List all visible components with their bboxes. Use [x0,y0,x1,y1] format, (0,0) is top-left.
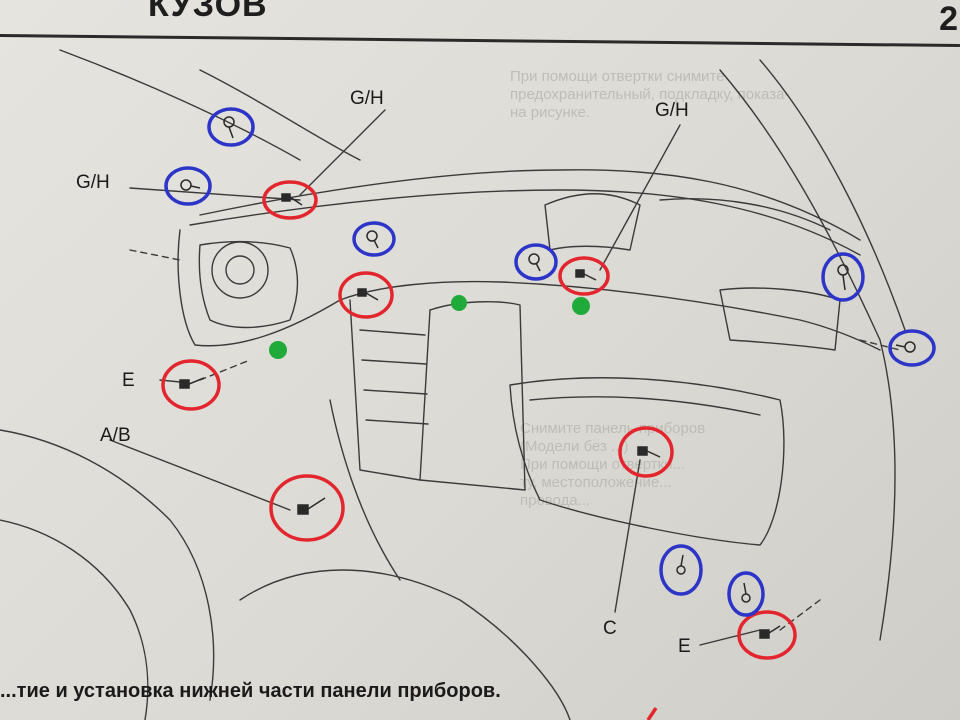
blue-circle-clip-8 [727,571,765,617]
label-ab: A/B [100,425,131,446]
red-circle-e-bottom [737,610,797,660]
label-e-left: E [122,370,135,391]
red-mark-bottom [646,707,658,720]
green-dot-markers [269,295,590,359]
label-gh-left: G/H [76,172,110,193]
section-title: КУЗОВ [148,0,268,24]
blue-circle-clip-3 [352,221,396,257]
ghost-text-right-mid: Снимите панель приборов (Модели без ...)… [520,420,706,509]
blue-circle-clip-1 [207,107,255,147]
red-circle-gh-upper [262,180,318,220]
blue-circle-clip-5 [821,252,865,302]
label-c: C [603,618,617,639]
red-circle-gh-right [558,256,610,296]
blue-circle-clip-4 [514,243,558,281]
dashboard-line-art [0,49,906,720]
label-e-bottom: E [678,636,691,657]
red-circle-ab [269,474,345,542]
red-circle-markers [161,180,797,720]
green-dot-center [451,295,467,311]
blue-circle-clip-7 [659,544,703,596]
blue-circle-clip-6 [888,329,936,367]
blue-circle-markers [164,107,936,617]
label-gh-right: G/H [655,100,689,121]
red-circle-c [618,426,674,478]
ghost-text-right-top: При помощи отвертки снимите предохраните… [510,68,790,121]
blue-circle-clip-2 [164,166,212,206]
red-circle-gh-center [338,271,394,319]
label-gh-top: G/H [350,88,384,109]
green-dot-right [572,297,590,315]
red-circle-e-left [161,359,221,411]
green-dot-left [269,341,287,359]
figure-caption: ...тие и установка нижней части панели п… [0,680,501,702]
fastener-glyphs [179,116,916,639]
page-number: 2 [939,0,958,38]
